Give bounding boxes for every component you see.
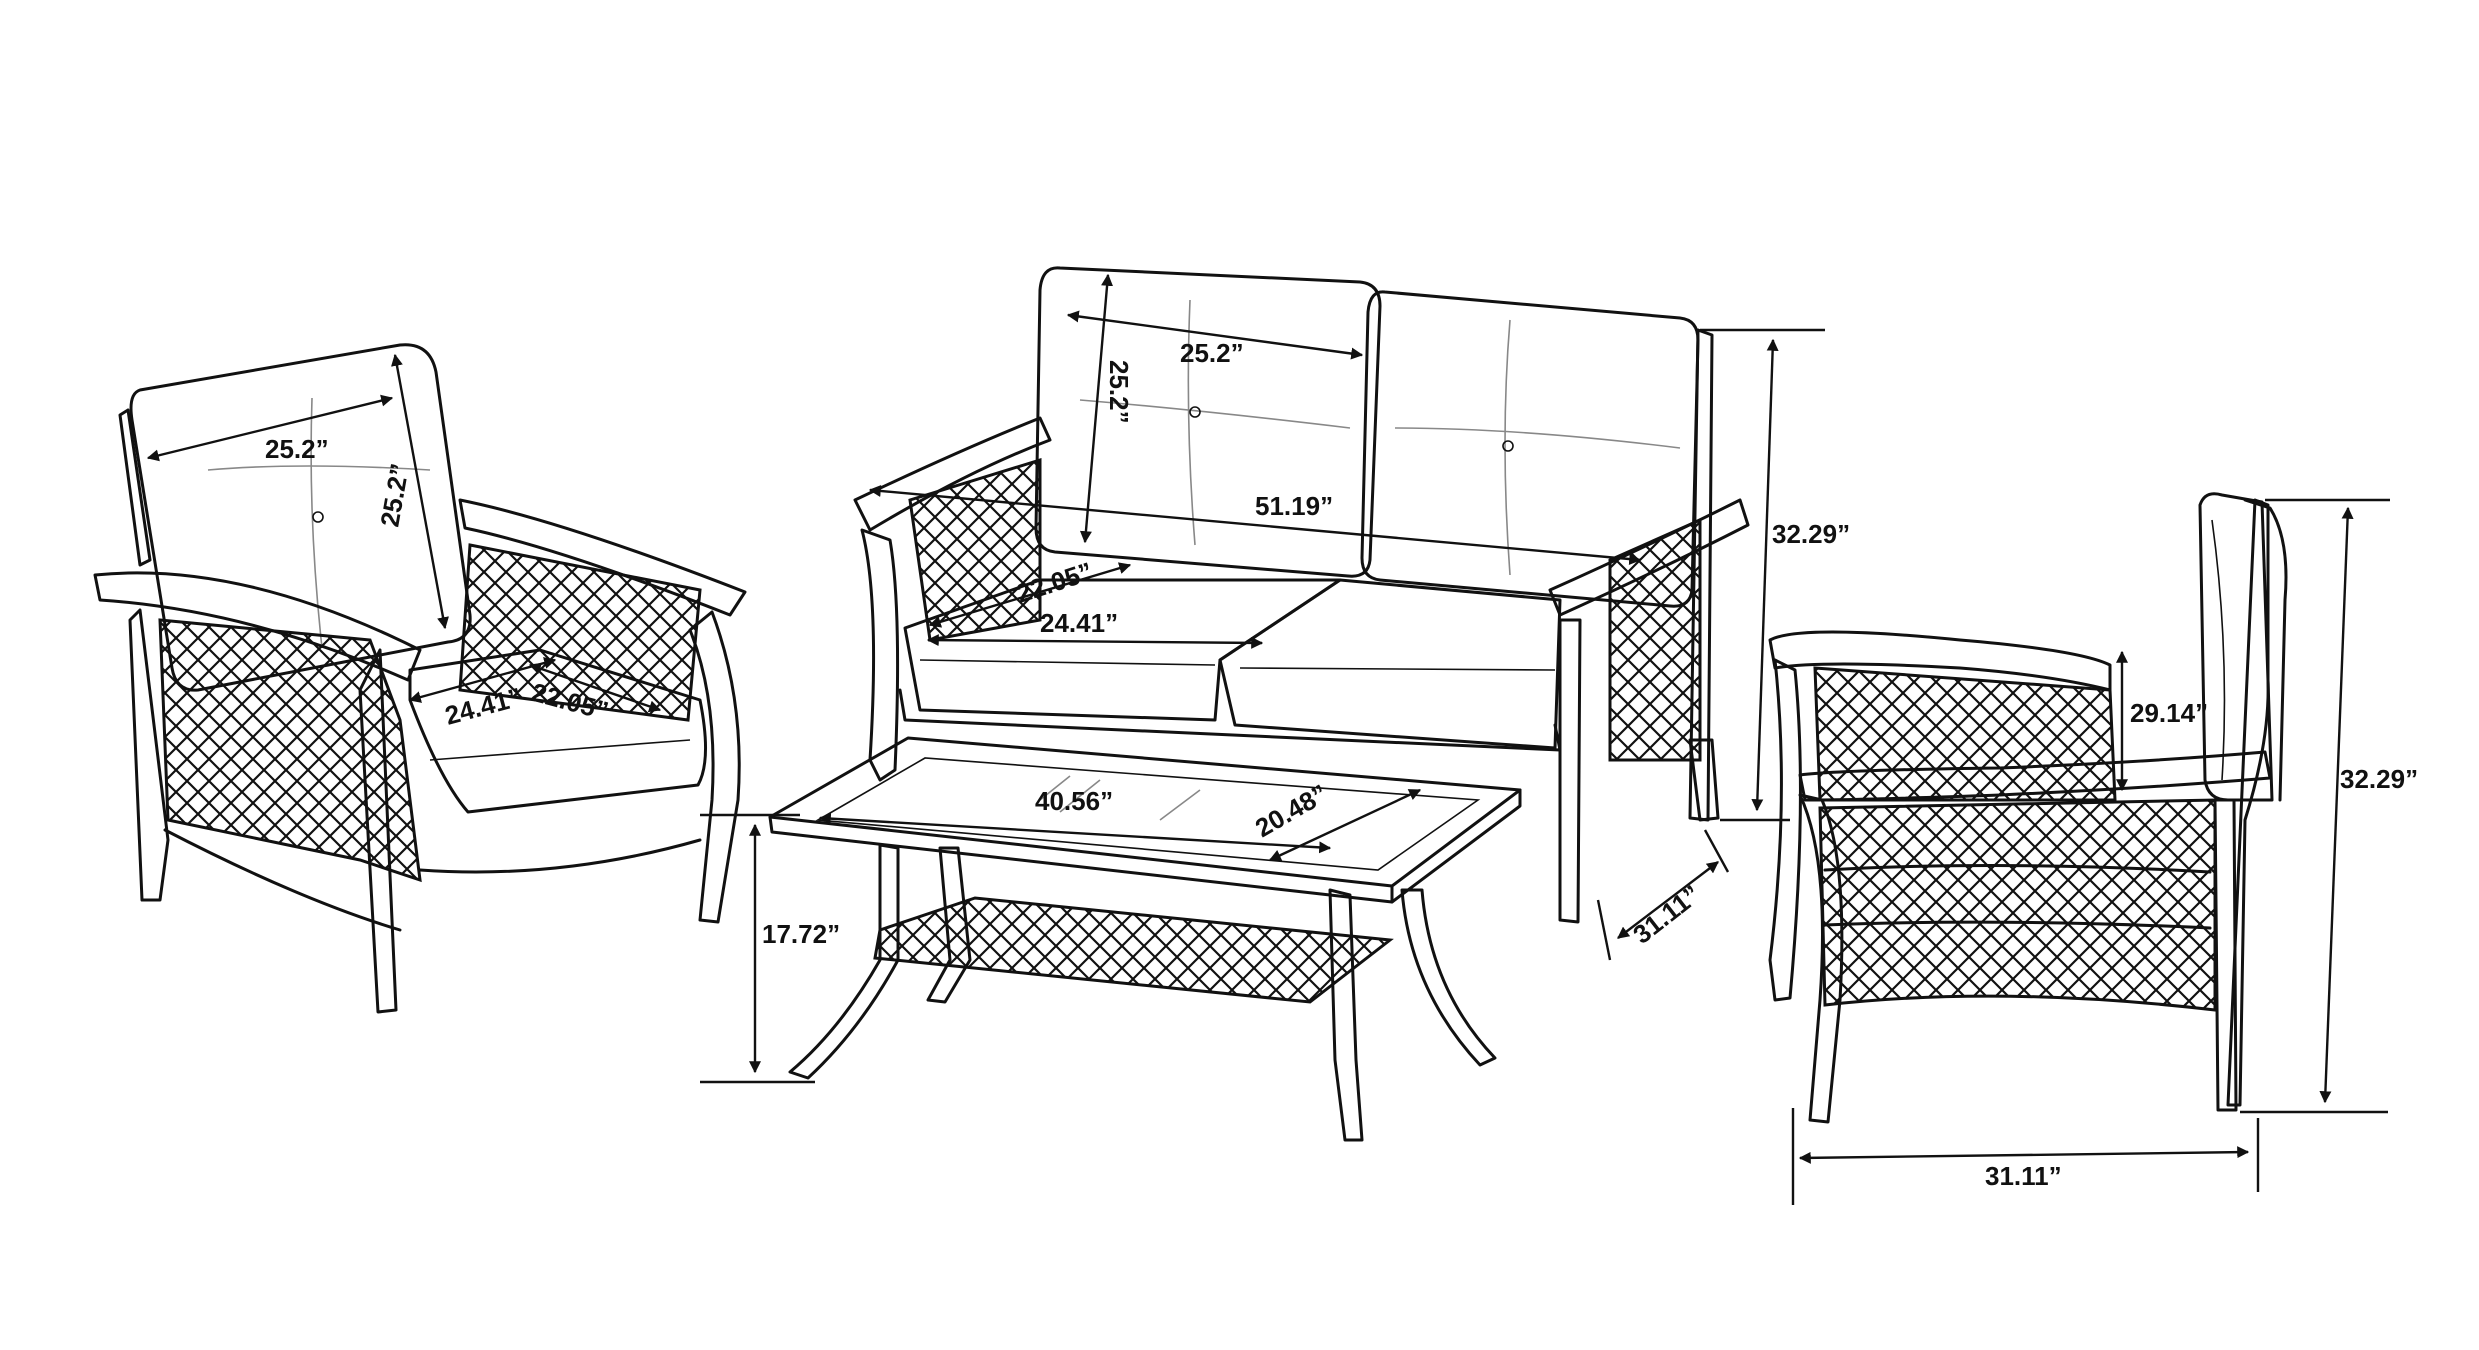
left-chair-back-width: 25.2” — [265, 434, 329, 464]
left-armchair — [93, 343, 747, 1014]
coffee-table — [768, 736, 1522, 1142]
left-chair-wicker — [158, 618, 422, 883]
right-armchair — [1768, 492, 2288, 1124]
table-height: 17.72” — [762, 919, 840, 949]
dimension-lines — [146, 273, 2390, 1205]
loveseat-overall-height: 32.29” — [1772, 519, 1850, 549]
loveseat-back-height: 25.2” — [1104, 360, 1134, 424]
left-chair-back-height: 25.2” — [374, 461, 415, 529]
loveseat-overall-width: 51.19” — [1255, 491, 1333, 521]
table-length: 40.56” — [1035, 786, 1113, 816]
right-chair-overall-height: 32.29” — [2340, 764, 2418, 794]
loveseat-back-width: 25.2” — [1180, 338, 1244, 368]
right-chair-overall-width: 31.11” — [1985, 1161, 2062, 1191]
loveseat-seat-width: 24.41” — [1040, 608, 1118, 638]
table-width: 20.48” — [1250, 778, 1333, 843]
loveseat-overall-depth: 31.11” — [1627, 879, 1706, 950]
right-chair-arm-height: 29.14” — [2130, 698, 2208, 728]
loveseat — [853, 266, 1750, 924]
